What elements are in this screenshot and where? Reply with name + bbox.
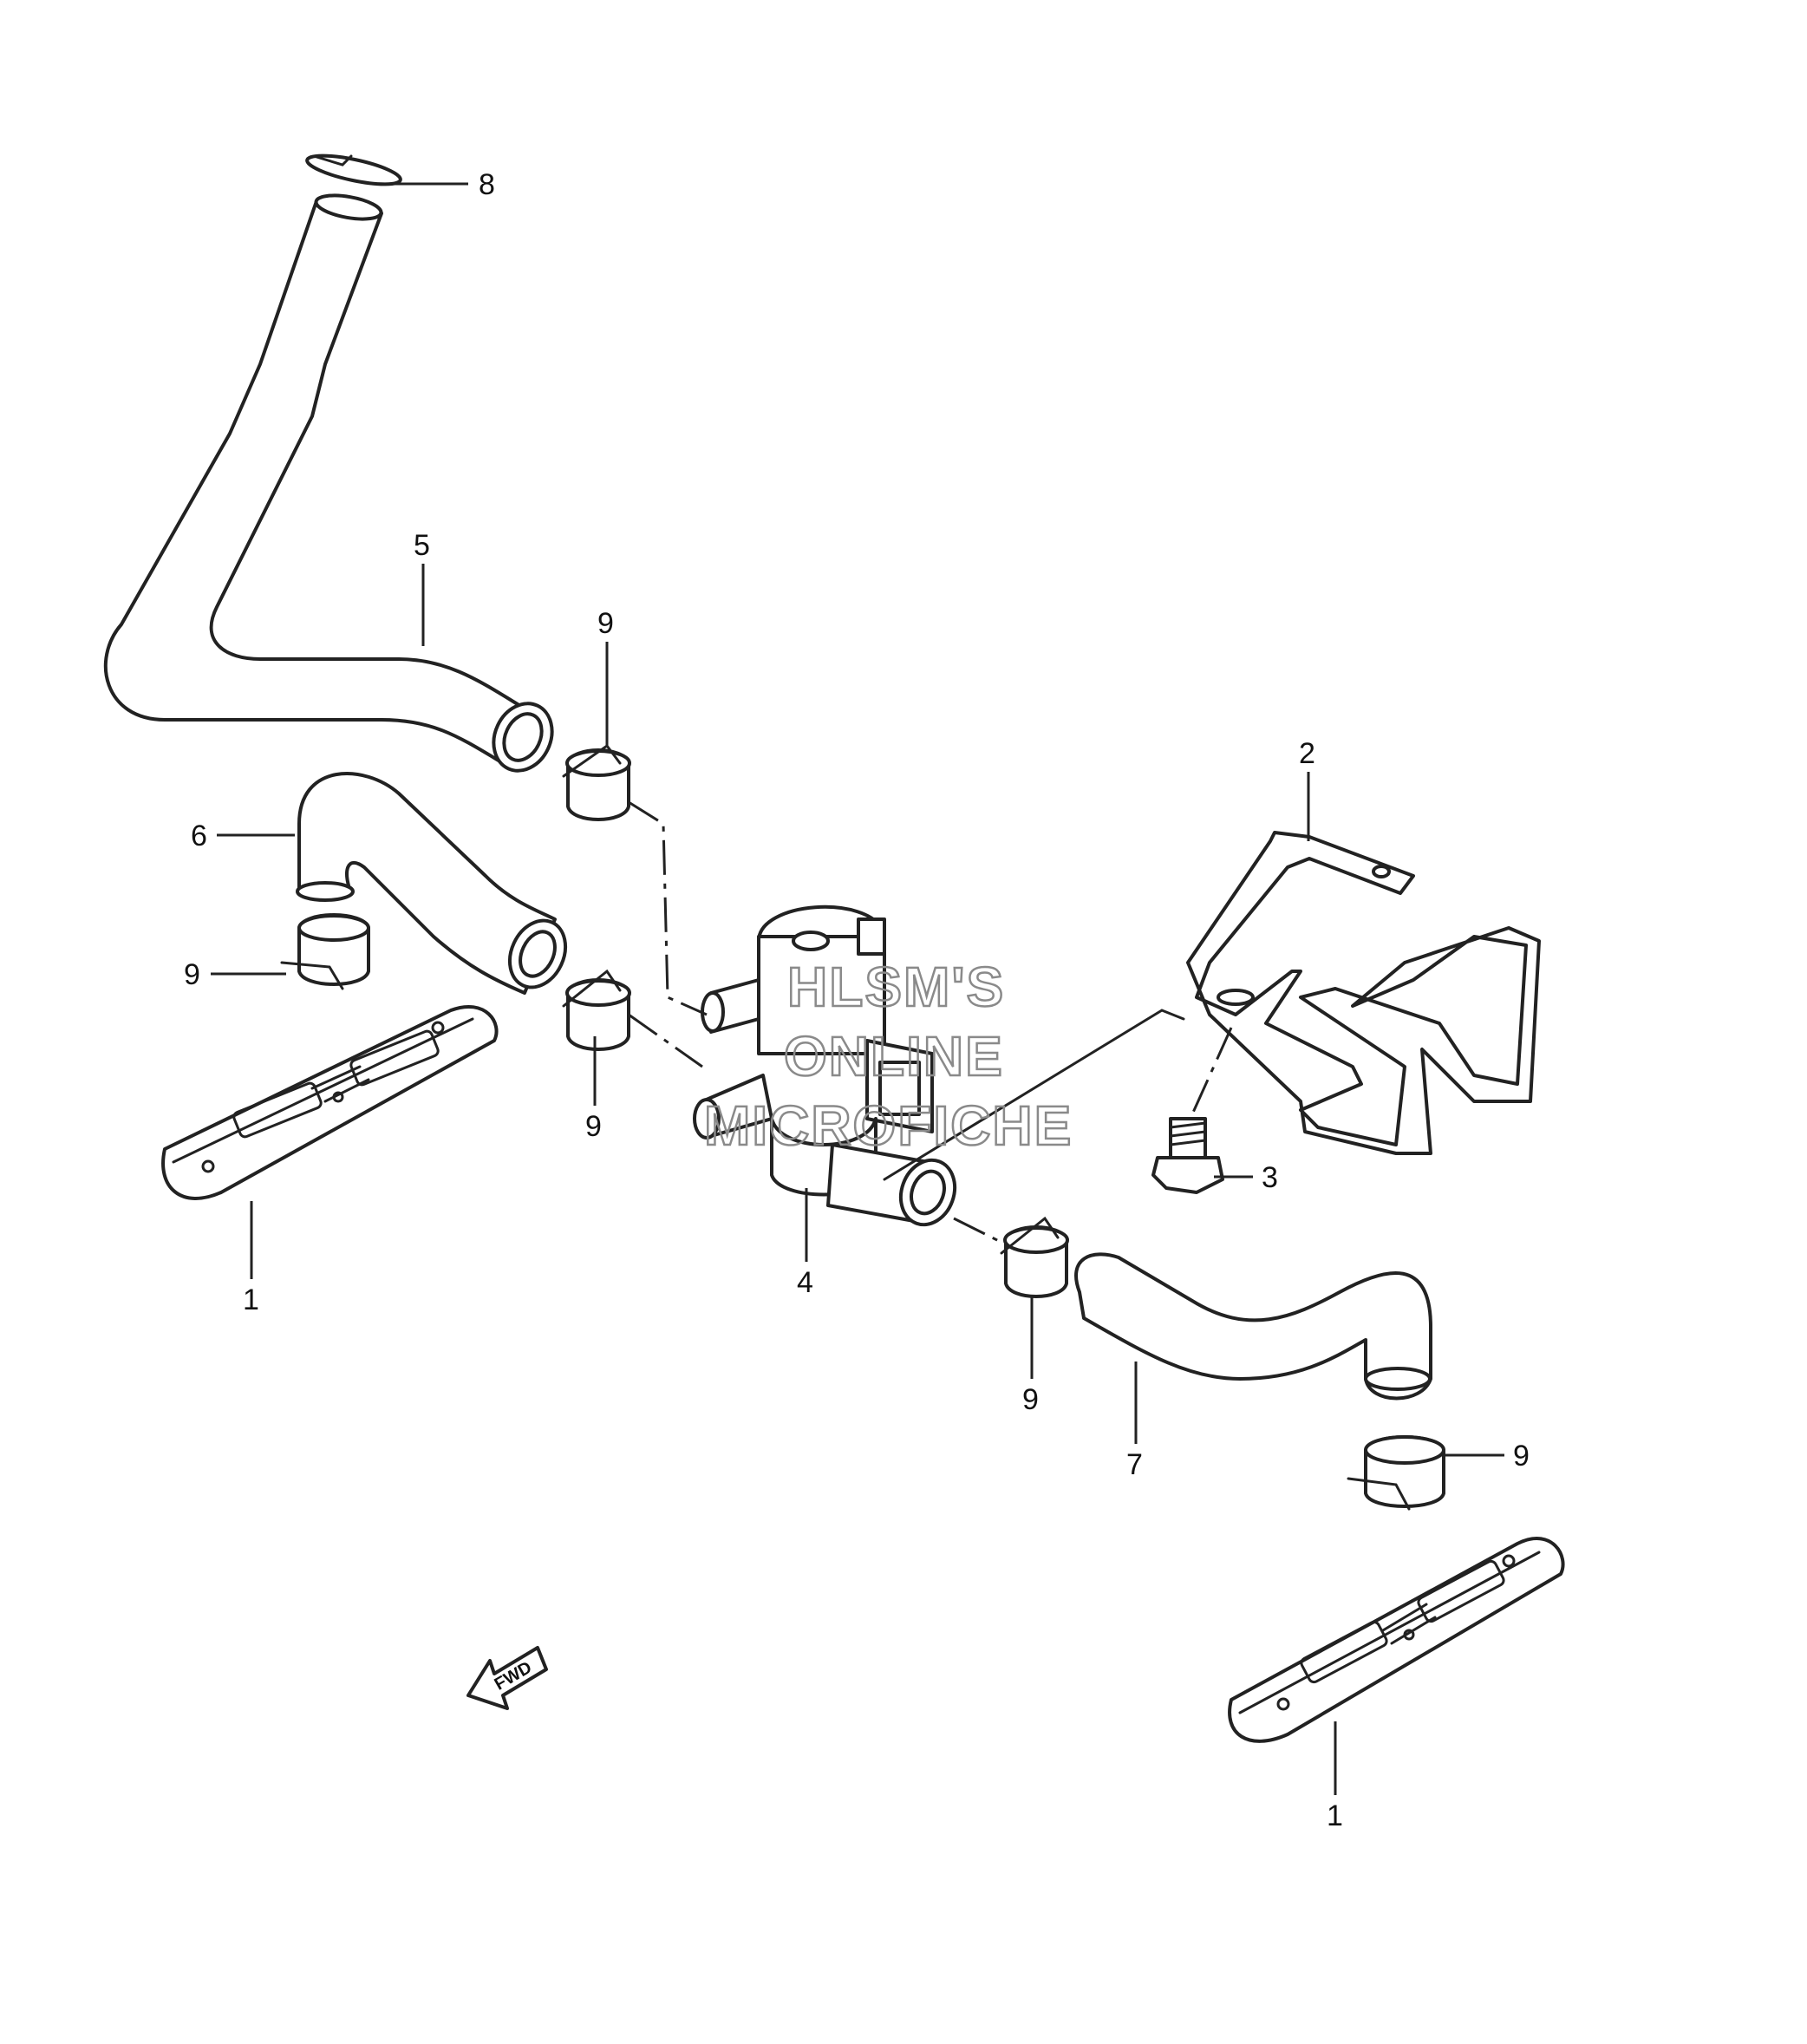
callout-9-left: 9 — [184, 958, 200, 991]
callout-9-mid: 9 — [585, 1110, 602, 1143]
watermark-line-2: ONLINE — [784, 1025, 1004, 1087]
clamp-part-9-lower — [1000, 1216, 1069, 1298]
clip-part-8 — [305, 153, 402, 186]
clamp-part-9-upper — [562, 743, 631, 821]
bolt-part-3 — [1151, 1117, 1224, 1194]
bracket-part-2 — [1186, 831, 1541, 1155]
callout-2: 2 — [1299, 737, 1315, 770]
callout-9-lower: 9 — [1022, 1383, 1039, 1416]
leader-lines — [211, 182, 1504, 1795]
alignment-lines — [628, 800, 1233, 1246]
callout-9-upper: 9 — [597, 607, 614, 640]
callout-9-right: 9 — [1513, 1440, 1530, 1473]
hose-part-7 — [1074, 1252, 1432, 1401]
hose-part-6 — [296, 772, 568, 995]
callout-6: 6 — [191, 820, 207, 852]
callout-7: 7 — [1126, 1448, 1143, 1481]
watermark: HLSM'S ONLINE MICROFICHE — [703, 955, 1073, 1159]
watermark-line-1: HLSM'S — [787, 956, 1005, 1018]
callout-4: 4 — [797, 1266, 813, 1299]
plate-part-1-left — [161, 1004, 499, 1200]
clamp-part-9-right — [1347, 1435, 1445, 1511]
callout-1-right: 1 — [1327, 1799, 1343, 1832]
plate-part-1-right — [1228, 1537, 1565, 1743]
callout-3: 3 — [1262, 1161, 1278, 1194]
callout-5: 5 — [414, 529, 430, 562]
clamp-part-9-mid — [562, 969, 631, 1051]
watermark-line-3: MICROFICHE — [704, 1094, 1073, 1157]
clamp-part-9-left — [280, 913, 370, 990]
valve-part-4 — [693, 904, 957, 1227]
callout-8: 8 — [479, 168, 495, 201]
callout-1-left: 1 — [243, 1283, 259, 1316]
fwd-direction-arrow: FWD — [466, 1646, 548, 1710]
callouts: 8 5 9 2 6 9 9 3 1 4 9 7 9 1 — [184, 168, 1530, 1832]
hose-part-5 — [103, 193, 554, 773]
